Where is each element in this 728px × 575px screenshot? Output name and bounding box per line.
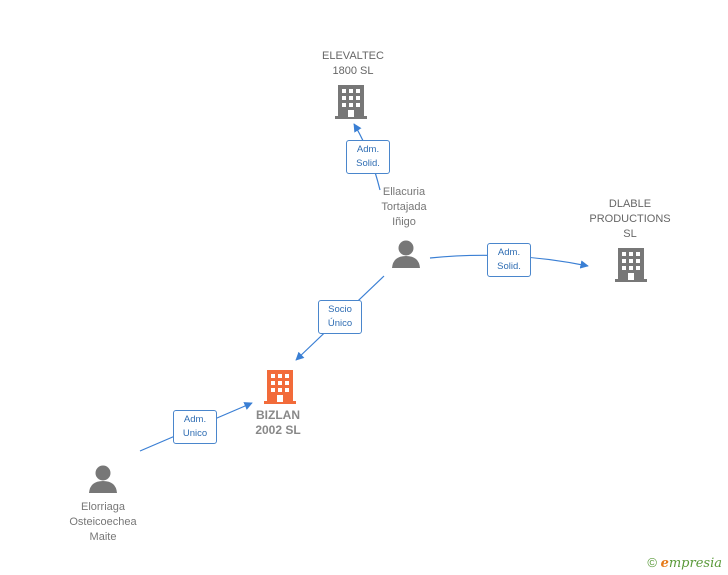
- bizlan-label: BIZLAN 2002 SL: [255, 408, 301, 437]
- building-icon-dlable[interactable]: [615, 248, 647, 282]
- ellacuria-label: Ellacuria Tortajada Iñigo: [381, 186, 427, 228]
- edge-label-elorriaga-bizlan[interactable]: Adm. Unico: [173, 410, 217, 444]
- person-icon-elorriaga[interactable]: [88, 465, 118, 493]
- elorriaga-label: Elorriaga Osteicoechea Maite: [69, 501, 137, 543]
- footer-brand: © empresia: [647, 555, 722, 571]
- edge-label-ellacuria-bizlan[interactable]: Socio Único: [318, 300, 362, 334]
- dlable-label: DLABLE PRODUCTIONS SL: [589, 198, 671, 240]
- edge-label-ellacuria-elevaltec[interactable]: Adm. Solid.: [346, 140, 390, 174]
- building-icon-bizlan[interactable]: [264, 370, 296, 404]
- brand-logo: empresia: [660, 556, 722, 571]
- elevaltec-label: ELEVALTEC 1800 SL: [322, 50, 384, 77]
- copyright-symbol: ©: [647, 555, 657, 570]
- edge-label-ellacuria-dlable[interactable]: Adm. Solid.: [487, 243, 531, 277]
- person-icon-ellacuria[interactable]: [391, 240, 421, 268]
- building-icon-elevaltec[interactable]: [335, 85, 367, 119]
